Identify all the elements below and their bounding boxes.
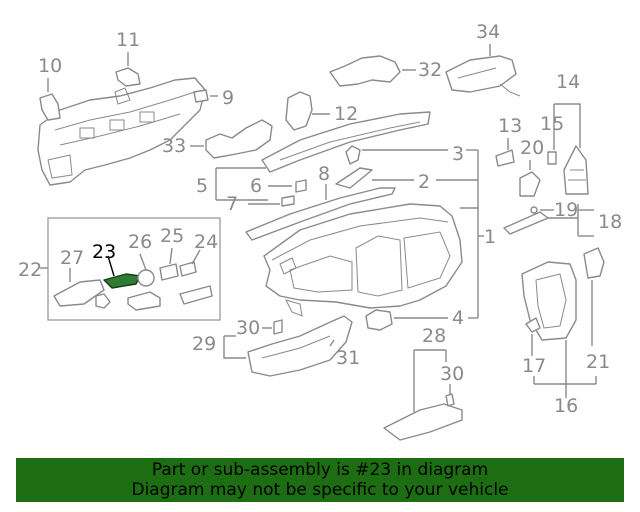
callout-14: 14 xyxy=(556,71,580,93)
part-7-clip xyxy=(281,195,295,207)
callout-33: 33 xyxy=(162,135,186,157)
callout-21: 21 xyxy=(586,351,610,373)
part-15-fastener xyxy=(547,151,557,165)
callout-9: 9 xyxy=(222,87,234,109)
callout-23: 23 xyxy=(92,241,116,263)
callout-1: 1 xyxy=(484,226,496,248)
callout-20: 20 xyxy=(520,137,544,159)
part-12-bracket xyxy=(285,91,313,131)
part-18-trim xyxy=(503,211,549,235)
part-25-vent xyxy=(159,263,179,281)
cross-car-beam xyxy=(37,77,206,186)
callout-10: 10 xyxy=(38,55,62,77)
callout-22: 22 xyxy=(18,259,42,281)
part-24-vent xyxy=(179,261,197,277)
part-9-clip xyxy=(193,89,209,103)
banner-line-1: Part or sub-assembly is #23 in diagram xyxy=(151,460,489,480)
part-22-switch xyxy=(127,291,161,311)
callout-17: 17 xyxy=(522,355,546,377)
part-27-panel xyxy=(53,279,105,307)
part-28-tray xyxy=(383,403,463,441)
callout-31: 31 xyxy=(336,347,360,369)
callout-18: 18 xyxy=(598,211,622,233)
part-8-trim-strip xyxy=(245,187,396,241)
part-2-trim xyxy=(335,167,373,189)
callout-27: 27 xyxy=(60,247,84,269)
part-34-airbag-module xyxy=(445,44,521,97)
callout-2: 2 xyxy=(418,171,430,193)
callout-4: 4 xyxy=(452,307,464,329)
part-22-panel xyxy=(179,285,213,305)
part-21-bracket xyxy=(583,247,605,279)
part-17-clip xyxy=(525,317,541,333)
part-1-instrument-panel xyxy=(263,203,463,317)
callout-30-upper: 30 xyxy=(236,317,260,339)
banner-line-2: Diagram may not be specific to your vehi… xyxy=(131,480,509,500)
callout-8: 8 xyxy=(318,163,330,185)
part-4-bracket xyxy=(365,309,393,331)
callout-28: 28 xyxy=(422,325,446,347)
part-10-bracket xyxy=(39,93,61,121)
part-33-bracket xyxy=(205,119,273,159)
callout-25: 25 xyxy=(160,225,184,247)
info-banner: Part or sub-assembly is #23 in diagram D… xyxy=(16,458,624,502)
callout-3: 3 xyxy=(452,143,464,165)
callout-16: 16 xyxy=(554,395,578,417)
callout-12: 12 xyxy=(334,103,358,125)
part-6-clip xyxy=(295,179,307,193)
callouts: 1 2 3 4 5 6 7 8 9 10 11 12 13 14 15 16 1… xyxy=(18,21,622,417)
part-27-bracket xyxy=(95,293,111,309)
callout-34: 34 xyxy=(476,21,500,43)
part-3-upper-pad xyxy=(261,111,431,173)
callout-11: 11 xyxy=(116,29,140,51)
part-11-bracket xyxy=(115,67,141,87)
parts-diagram: 1 2 3 4 5 6 7 8 9 10 11 12 13 14 15 16 1… xyxy=(18,21,622,441)
callout-7: 7 xyxy=(226,193,238,215)
callout-13: 13 xyxy=(498,115,522,137)
part-31-lower-panel xyxy=(247,315,353,377)
part-19-screw xyxy=(530,206,538,214)
callout-24: 24 xyxy=(194,231,218,253)
part-13-clip xyxy=(495,149,515,167)
part-26-knob xyxy=(137,269,155,287)
callout-19: 19 xyxy=(554,199,578,221)
part-20-clip xyxy=(519,171,541,197)
part-30-clip xyxy=(273,319,283,335)
part-3-clip xyxy=(345,145,361,165)
callout-15: 15 xyxy=(540,113,564,135)
callout-32: 32 xyxy=(418,59,442,81)
callout-29: 29 xyxy=(192,333,216,355)
part-32-bracket xyxy=(329,55,401,87)
callout-26: 26 xyxy=(128,231,152,253)
callout-6: 6 xyxy=(250,175,262,197)
part-30-small-clip xyxy=(445,393,455,407)
callout-5: 5 xyxy=(196,175,208,197)
callout-30-lower: 30 xyxy=(440,363,464,385)
